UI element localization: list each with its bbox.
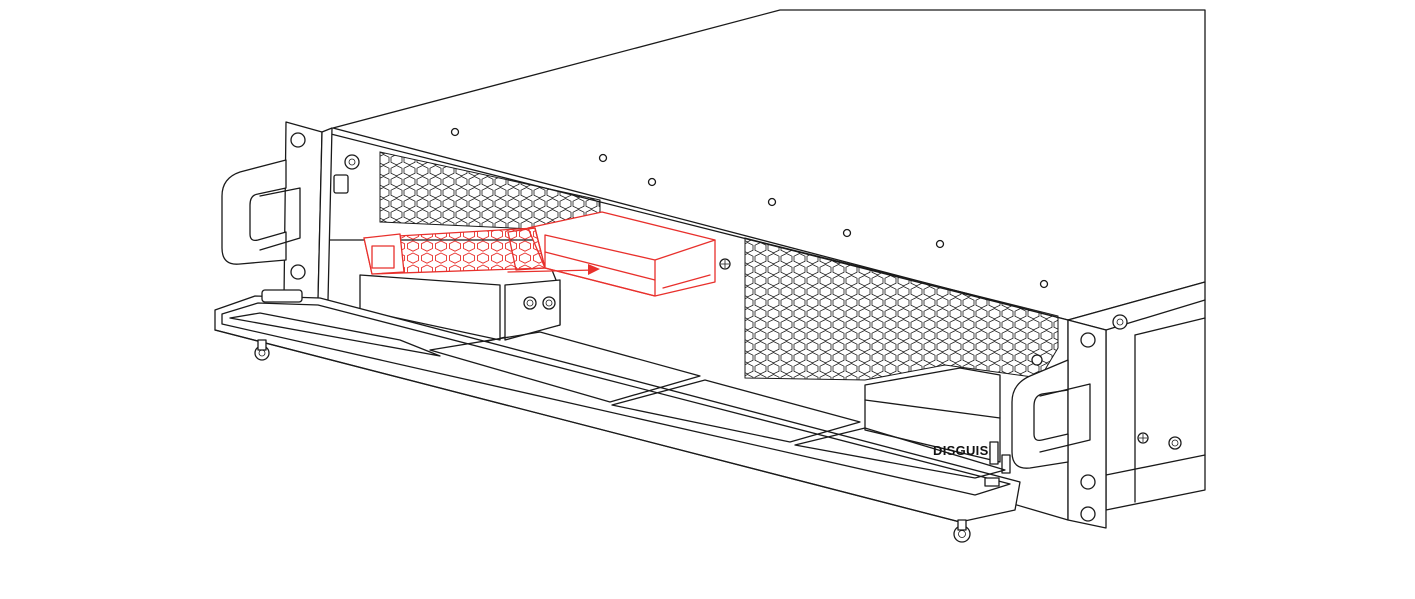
face-fasteners: [719, 258, 1182, 450]
front-vent-right: [744, 237, 1059, 381]
drive-bay-right: DISGUISE: [864, 354, 1043, 474]
left-handle[interactable]: [221, 159, 301, 265]
front-bezel-door[interactable]: [214, 289, 1021, 543]
insertion-arrow: [507, 264, 600, 275]
right-handle[interactable]: [1011, 359, 1091, 469]
drive-caddy-highlight: [363, 211, 716, 297]
top-panel-screws: [450, 127, 1049, 289]
brand-label: DISGUISE: [933, 443, 998, 458]
